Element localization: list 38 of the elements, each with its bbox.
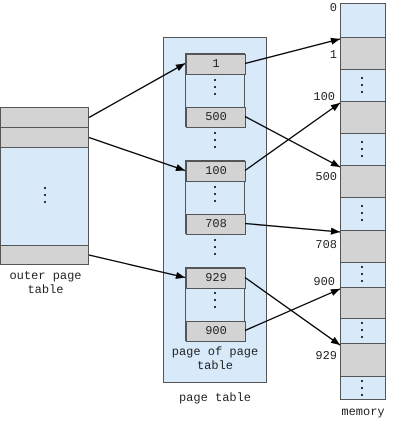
page-table-block	[185, 53, 245, 127]
arrow	[244, 38, 340, 64]
arrow	[88, 62, 186, 118]
arrow	[88, 136, 186, 172]
address-label: 100	[312, 90, 335, 104]
address-label: 1	[328, 48, 337, 62]
table-entry: 1	[186, 54, 246, 75]
table-entry	[0, 107, 89, 128]
address-label: 900	[312, 275, 335, 289]
address-label: 0	[328, 1, 337, 15]
table-entry: 900	[186, 321, 246, 342]
arrow	[244, 102, 340, 172]
address-label: 500	[314, 170, 337, 184]
table-caption: page table	[178, 391, 252, 405]
arrow	[244, 288, 340, 332]
table-entry	[340, 165, 386, 198]
table-entry	[340, 230, 386, 263]
table-entry: 708	[186, 214, 246, 235]
arrow	[244, 222, 340, 235]
block-caption: page of page table	[172, 345, 258, 373]
table-caption: outer page table	[8, 269, 82, 297]
table-entry: 100	[186, 161, 246, 182]
arrow	[244, 276, 340, 346]
table-entry	[340, 37, 386, 70]
arrow	[244, 116, 340, 168]
page-table-block	[185, 267, 245, 341]
table-entry	[340, 343, 386, 377]
address-label: 708	[314, 238, 337, 252]
table-entry	[340, 101, 386, 134]
page-table-block	[185, 160, 245, 234]
table-entry	[0, 127, 89, 148]
table-entry: 929	[186, 268, 246, 289]
table-entry: 500	[186, 107, 246, 128]
table-entry	[0, 245, 89, 265]
arrow	[88, 254, 186, 279]
address-label: 929	[314, 349, 337, 363]
table-caption: memory	[340, 405, 386, 419]
table-entry	[340, 287, 386, 319]
